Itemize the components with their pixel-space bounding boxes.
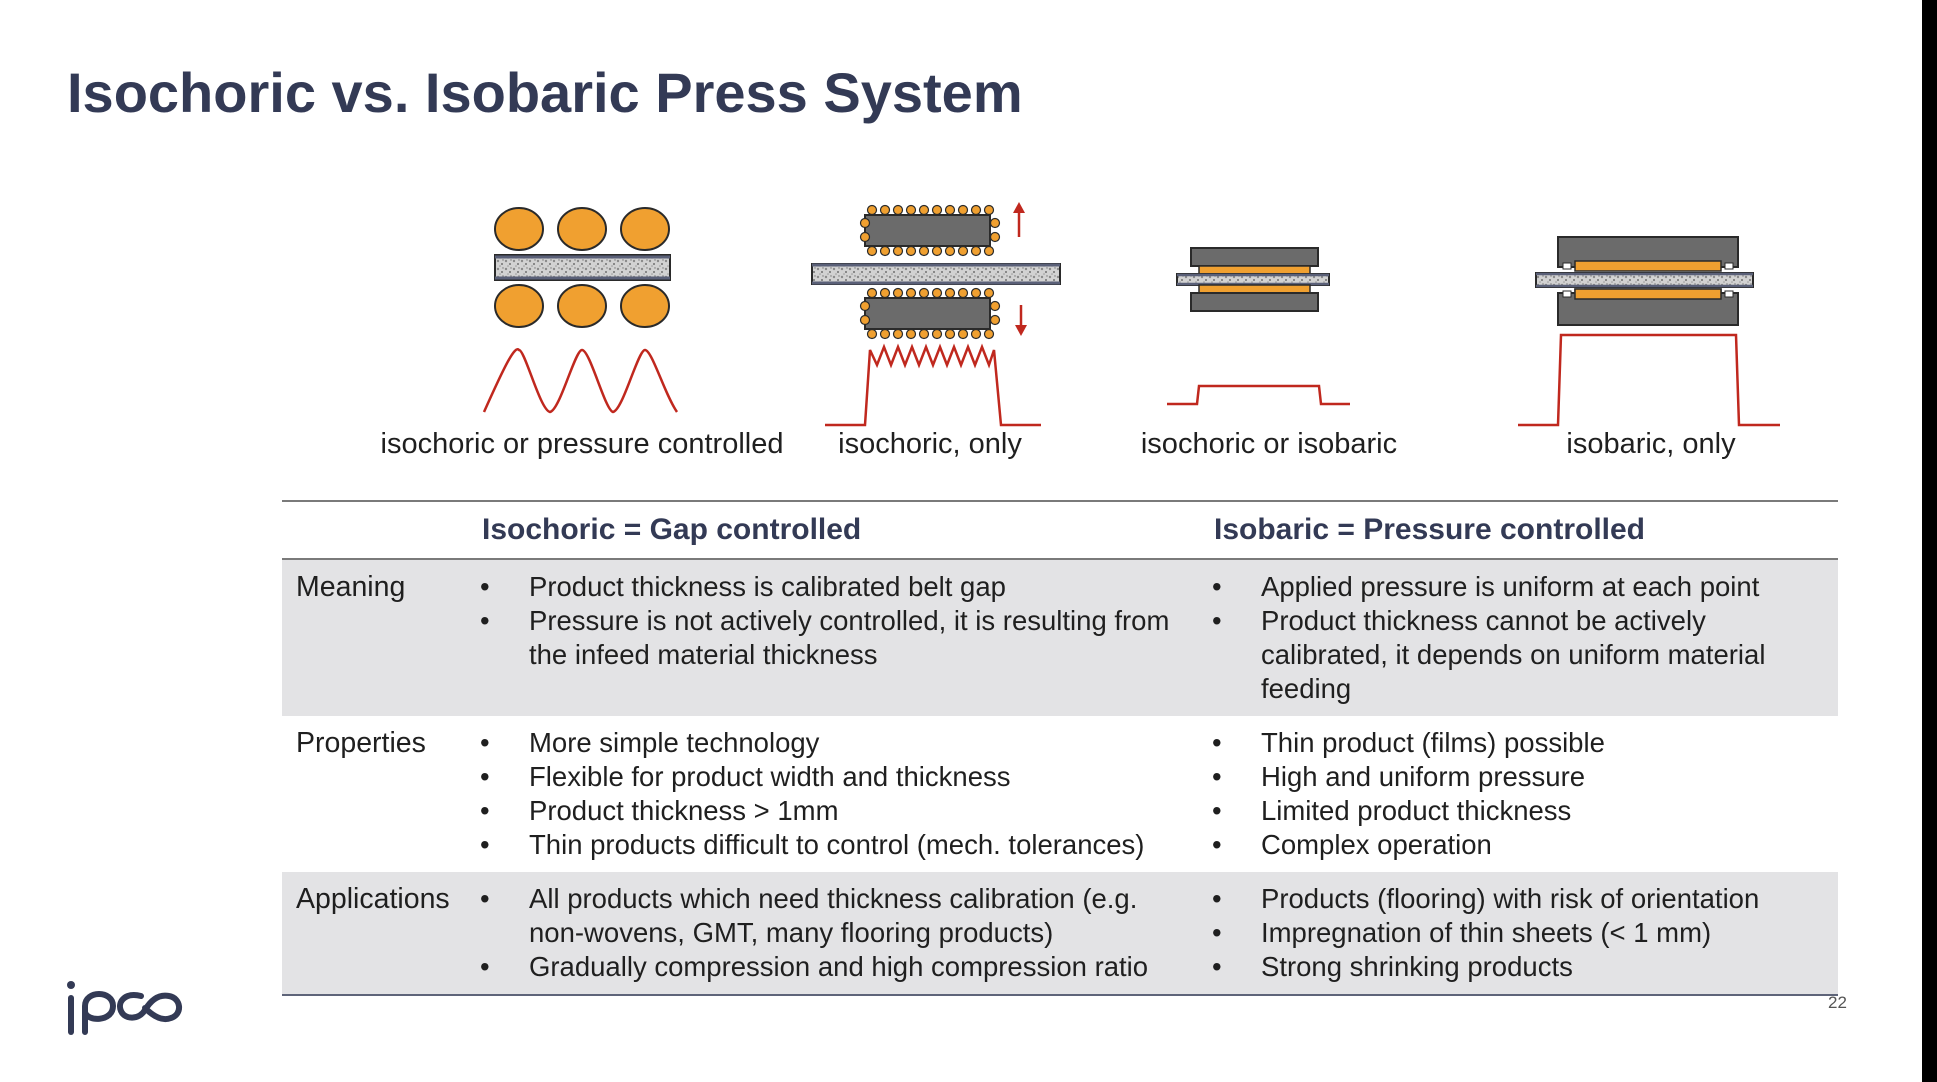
list-item: Applied pressure is uniform at each poin…	[1206, 570, 1828, 604]
list-item: Product thickness is calibrated belt gap	[474, 570, 1196, 604]
right-edge-bar	[1922, 0, 1937, 1082]
list-item: All products which need thickness calibr…	[474, 882, 1196, 950]
isobaric-cell: Products (flooring) with risk of orienta…	[1206, 872, 1838, 996]
isobaric-cell: Applied pressure is uniform at each poin…	[1206, 559, 1838, 716]
comparison-table: Isochoric = Gap controlled Isobaric = Pr…	[282, 500, 1838, 996]
ipco-logo	[67, 981, 182, 1035]
list-item: Gradually compression and high compressi…	[474, 950, 1196, 984]
list-item: Flexible for product width and thickness	[474, 760, 1196, 794]
isochoric-cell: More simple technology Flexible for prod…	[474, 716, 1206, 872]
header-isochoric: Isochoric = Gap controlled	[474, 500, 1206, 560]
list-item: Complex operation	[1206, 828, 1828, 862]
belt-press-diagram	[811, 202, 1061, 427]
list-item: Limited product thickness	[1206, 794, 1828, 828]
roller-press-diagram	[482, 207, 679, 414]
list-item: Product thickness > 1mm	[474, 794, 1196, 828]
row-label: Applications	[282, 872, 474, 996]
header-isobaric: Isobaric = Pressure controlled	[1206, 500, 1838, 560]
list-item: Thin product (films) possible	[1206, 726, 1828, 760]
table-header-row: Isochoric = Gap controlled Isobaric = Pr…	[282, 500, 1838, 560]
table-row-properties: Properties More simple technology Flexib…	[282, 716, 1838, 872]
list-item: Strong shrinking products	[1206, 950, 1828, 984]
table-row-applications: Applications All products which need thi…	[282, 872, 1838, 996]
isochoric-cell: All products which need thickness calibr…	[474, 872, 1206, 996]
isochoric-cell: Product thickness is calibrated belt gap…	[474, 559, 1206, 716]
diagram-caption: isochoric or isobaric	[1140, 428, 1398, 460]
press-diagrams	[482, 202, 1780, 427]
table-row-meaning: Meaning Product thickness is calibrated …	[282, 559, 1838, 716]
list-item: Pressure is not actively controlled, it …	[474, 604, 1196, 672]
list-item: Products (flooring) with risk of orienta…	[1206, 882, 1828, 916]
list-item: Thin products difficult to control (mech…	[474, 828, 1196, 862]
list-item: High and uniform pressure	[1206, 760, 1828, 794]
list-item: More simple technology	[474, 726, 1196, 760]
row-label: Meaning	[282, 559, 474, 716]
row-label: Properties	[296, 727, 426, 759]
isobaric-cell: Thin product (films) possible High and u…	[1206, 716, 1838, 872]
diagram-caption: isobaric, only	[1566, 428, 1736, 460]
diagram-caption: isochoric or pressure controlled	[380, 428, 784, 460]
list-item: Impregnation of thin sheets (< 1 mm)	[1206, 916, 1828, 950]
list-item: Product thickness cannot be actively cal…	[1206, 604, 1828, 706]
page-number: 22	[1828, 993, 1847, 1012]
diagram-caption: isochoric, only	[838, 428, 1022, 460]
slide-title: Isochoric vs. Isobaric Press System	[67, 61, 1023, 124]
plate-press-diagram	[1167, 247, 1350, 406]
isobaric-press-diagram	[1518, 236, 1780, 427]
header-empty	[282, 500, 474, 560]
